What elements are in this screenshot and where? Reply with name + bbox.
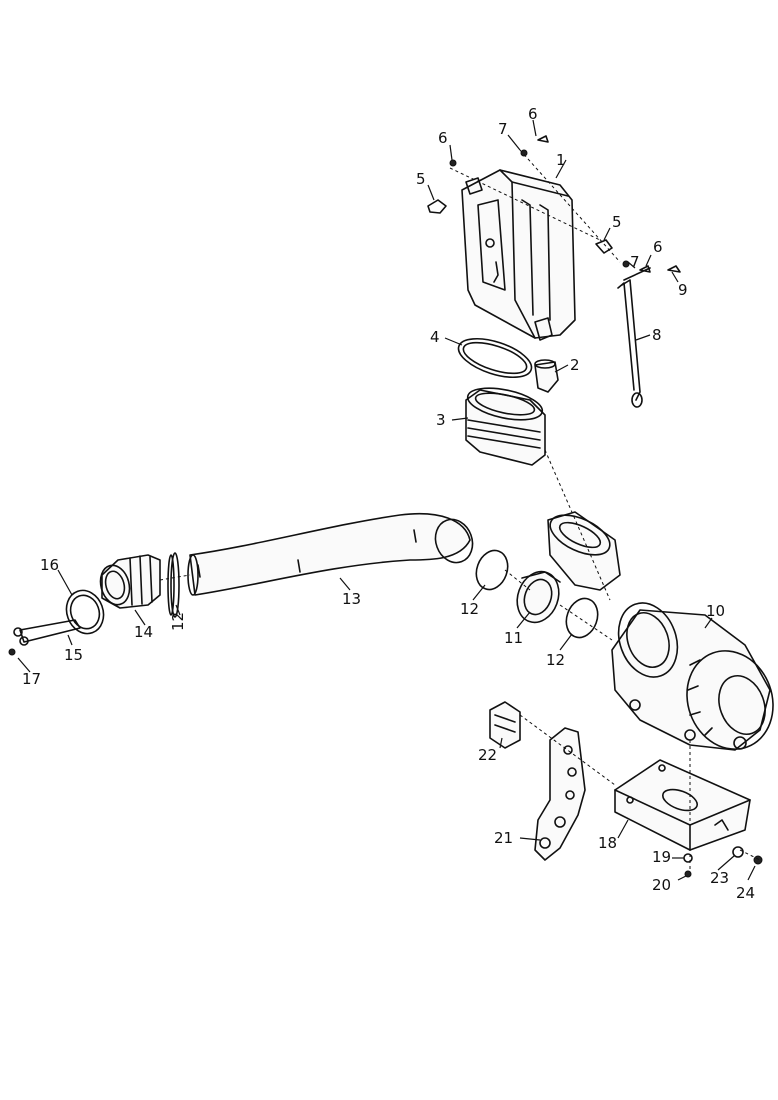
callout-13: 13 [342, 590, 361, 608]
callout-23: 23 [710, 869, 729, 887]
callout-12a: 12 [460, 600, 479, 618]
callout-15: 15 [64, 646, 83, 664]
callout-3: 3 [436, 411, 446, 429]
large-bracket [534, 727, 586, 861]
callout-9: 9 [678, 281, 688, 299]
callout-11: 11 [504, 629, 523, 647]
callout-22: 22 [478, 746, 497, 764]
upper-housing [461, 169, 576, 341]
filter-housing [611, 602, 774, 751]
callout-5a: 5 [416, 170, 426, 188]
callout-19: 19 [652, 848, 671, 866]
base-bracket [614, 759, 751, 851]
callout-8: 8 [652, 326, 662, 344]
inlet-ring-assembly [8, 589, 105, 656]
callout-12c: 12 [169, 612, 187, 631]
leader-lines [17, 119, 756, 881]
dust-valve [534, 359, 559, 393]
adapter-ring [516, 570, 561, 624]
callout-20: 20 [652, 876, 671, 894]
callout-6c: 6 [653, 238, 663, 256]
gasket-ring [457, 337, 533, 379]
callout-24: 24 [736, 884, 755, 902]
callout-4: 4 [430, 328, 440, 346]
strap-rod [617, 267, 651, 408]
callout-labels: 1 2 3 4 5 5 6 6 6 7 7 8 9 10 11 12 12 12… [22, 105, 755, 902]
callout-14: 14 [134, 623, 153, 641]
callout-18: 18 [598, 834, 617, 852]
callout-10: 10 [706, 602, 725, 620]
inlet-elbow [99, 554, 161, 609]
callout-16: 16 [40, 556, 59, 574]
precleaner-element [465, 387, 546, 466]
hose-clamps [167, 549, 599, 639]
callout-1: 1 [556, 151, 566, 169]
callout-21: 21 [494, 829, 513, 847]
callout-7b: 7 [630, 253, 640, 271]
callout-12b: 12 [546, 651, 565, 669]
small-bracket [489, 701, 521, 749]
callout-5b: 5 [612, 213, 622, 231]
callout-6b: 6 [528, 105, 538, 123]
callout-7a: 7 [498, 120, 508, 138]
funnel-adapter [547, 511, 621, 591]
intake-hose [187, 512, 474, 596]
assembly-lines [159, 149, 761, 870]
hardware-bottom [683, 846, 763, 878]
callout-17: 17 [22, 670, 41, 688]
callout-6a: 6 [438, 129, 448, 147]
callout-2: 2 [570, 356, 580, 374]
